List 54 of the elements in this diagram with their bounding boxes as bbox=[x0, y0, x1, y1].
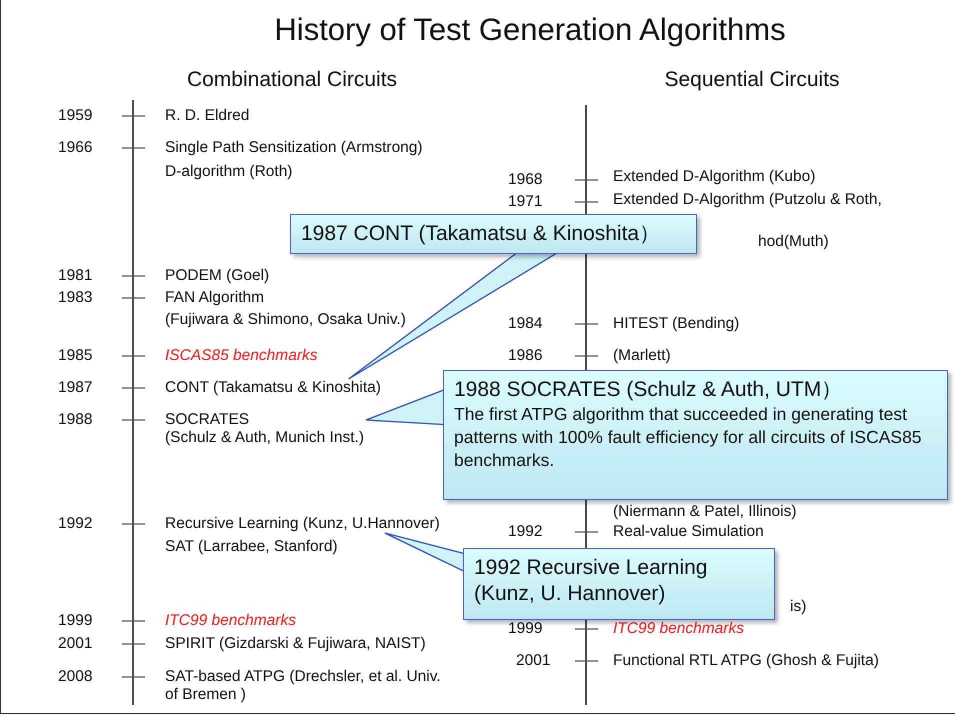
timeline-entry: D-algorithm (Roth) bbox=[165, 163, 292, 181]
year-label: 1971 bbox=[508, 193, 542, 211]
year-label: 1999 bbox=[508, 620, 542, 638]
timeline-entry: SAT (Larrabee, Stanford) bbox=[165, 538, 338, 556]
timeline-entry: R. D. Eldred bbox=[165, 107, 250, 125]
year-label: 1985 bbox=[58, 347, 92, 365]
year-label: 2008 bbox=[58, 668, 92, 686]
year-label: 1986 bbox=[508, 347, 542, 365]
timeline-entry: Extended D-Algorithm (Putzolu & Roth, bbox=[613, 191, 882, 209]
callout-heading: 1988 SOCRATES (Schulz & Auth, UTM） bbox=[454, 377, 844, 403]
timeline-entry: FAN Algorithm bbox=[165, 289, 264, 307]
timeline-entry: Recursive Learning (Kunz, U.Hannover) bbox=[165, 515, 440, 533]
benchmark-entry: ITC99 benchmarks bbox=[613, 620, 744, 638]
timeline-entry: (Fujiwara & Shimono, Osaka Univ.) bbox=[165, 311, 406, 329]
timeline-entry: Extended D-Algorithm (Kubo) bbox=[613, 168, 816, 186]
timeline-entry: (Marlett) bbox=[613, 347, 671, 365]
timeline-entry: hod(Muth) bbox=[758, 233, 829, 251]
year-label: 1968 bbox=[508, 171, 542, 189]
timeline-entry: HITEST (Bending) bbox=[613, 315, 740, 333]
year-label: 1999 bbox=[58, 612, 92, 630]
timeline-entry: SPIRIT (Gizdarski & Fujiwara, NAIST) bbox=[165, 635, 426, 653]
year-label: 1981 bbox=[58, 267, 92, 285]
callout-pointer bbox=[384, 532, 466, 573]
timeline-entry: SOCRATES (Schulz & Auth, Munich Inst.) bbox=[165, 411, 364, 447]
timeline-entry: Real-value Simulation bbox=[613, 523, 764, 541]
callout-box bbox=[443, 370, 948, 500]
callout-box bbox=[290, 214, 697, 254]
year-label: 2001 bbox=[516, 652, 550, 670]
timeline-entry: (Niermann & Patel, Illinois) bbox=[613, 503, 796, 521]
benchmark-entry: ISCAS85 benchmarks bbox=[165, 347, 318, 365]
callout-heading: 1987 CONT (Takamatsu & Kinoshita） bbox=[301, 221, 662, 247]
benchmark-entry: ITC99 benchmarks bbox=[165, 612, 296, 630]
year-label: 1983 bbox=[58, 289, 92, 307]
callout-box bbox=[463, 548, 775, 620]
slide-title: History of Test Generation Algorithms bbox=[274, 12, 786, 48]
timeline-entry: is) bbox=[790, 598, 806, 616]
year-label: 1992 bbox=[58, 515, 92, 533]
timeline-entry: PODEM (Goel) bbox=[165, 267, 270, 285]
year-label: 1992 bbox=[508, 523, 542, 541]
column-heading: Combinational Circuits bbox=[186, 68, 398, 92]
year-label: 1959 bbox=[58, 107, 92, 125]
timeline-entry: SAT-based ATPG (Drechsler, et al. Univ. of Bremen ) bbox=[165, 668, 442, 704]
timeline-entry: CONT (Takamatsu & Kinoshita) bbox=[165, 379, 381, 397]
callout-pointer bbox=[365, 388, 446, 426]
year-label: 1984 bbox=[508, 315, 542, 333]
callout-heading: 1992 Recursive Learning (Kunz, U. Hannover) bbox=[474, 555, 708, 607]
timeline-entry: Functional RTL ATPG (Ghosh & Fujita) bbox=[613, 652, 879, 670]
timeline-entry: Single Path Sensitization (Armstrong) bbox=[165, 139, 423, 157]
year-label: 1987 bbox=[58, 379, 92, 397]
year-label: 1988 bbox=[58, 411, 92, 429]
year-label: 1966 bbox=[58, 139, 92, 157]
column-heading: Sequential Circuits bbox=[664, 68, 840, 92]
callout-text: The first ATPG algorithm that succeeded in generating test patterns with 100% fault efficiency for all circuits of ISCAS85 benchmarks. bbox=[454, 403, 923, 472]
year-label: 2001 bbox=[58, 635, 92, 653]
